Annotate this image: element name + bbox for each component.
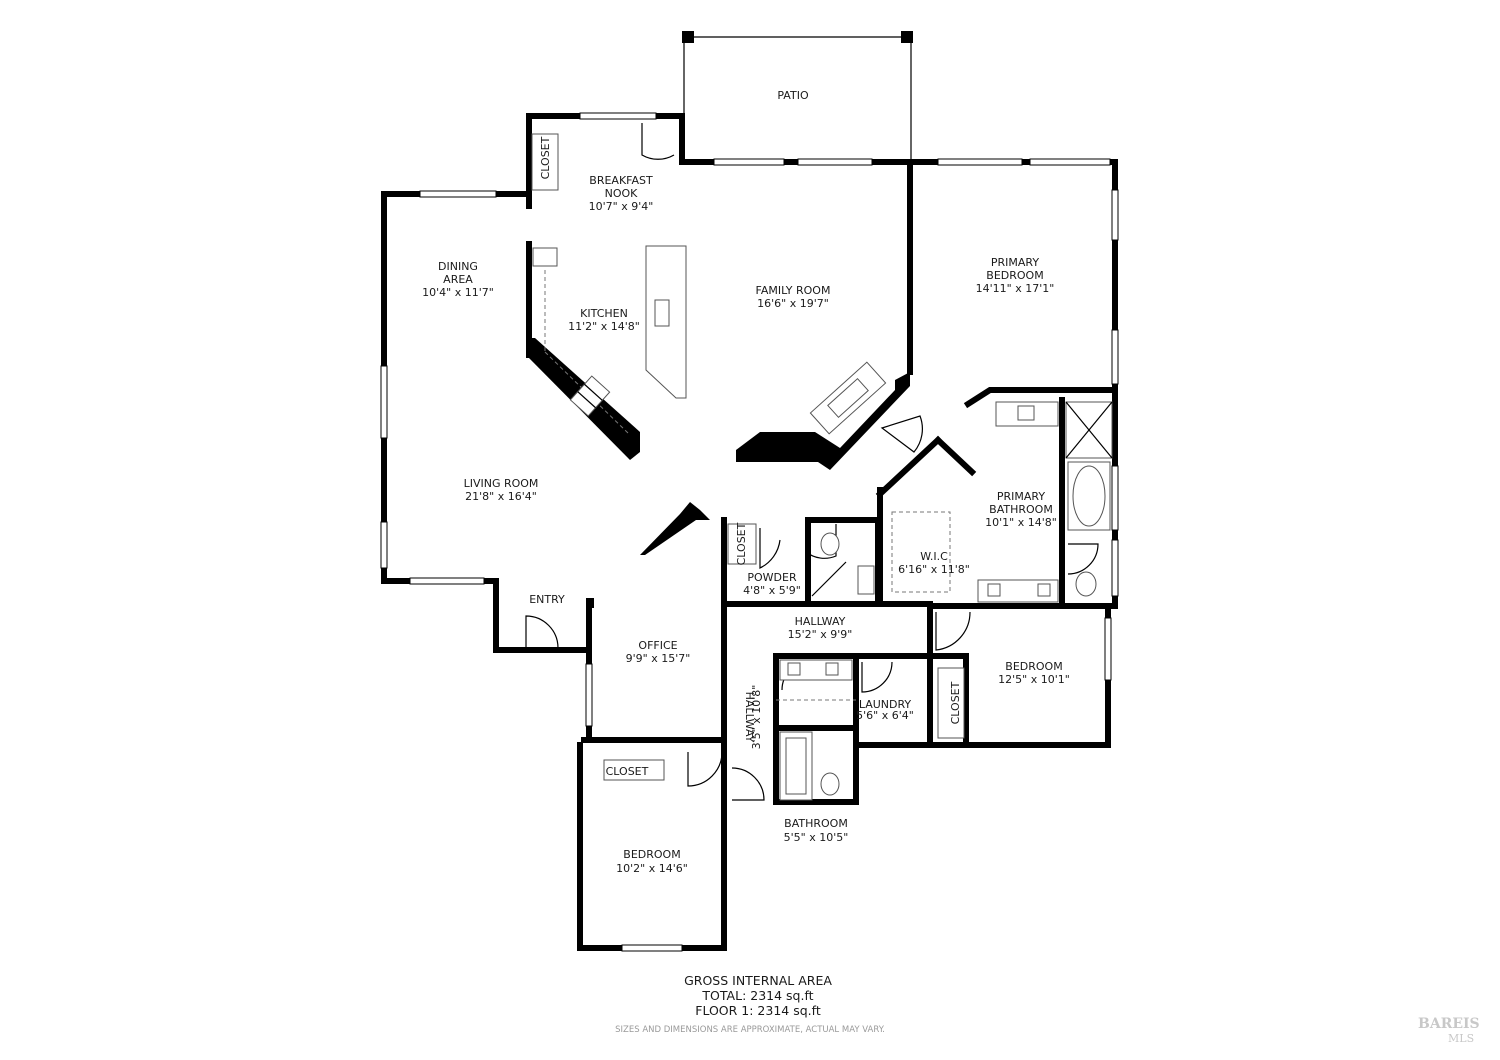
- room-name-closet-south: CLOSET: [606, 765, 649, 778]
- room-dims-powder: 4'8" x 5'9": [743, 584, 801, 597]
- room-name-entry: ENTRY: [529, 593, 565, 606]
- room-dims-living-room: 21'8" x 16'4": [465, 490, 537, 503]
- room-dims-kitchen: 11'2" x 14'8": [568, 320, 640, 333]
- room-name-kitchen: KITCHEN: [580, 307, 628, 320]
- windows: [380, 112, 1119, 952]
- room-dims-family-room: 16'6" x 19'7": [757, 297, 829, 310]
- room-name-breakfast-nook-2: NOOK: [605, 187, 639, 200]
- room-dims-breakfast-nook: 10'7" x 9'4": [589, 200, 654, 213]
- area-heading: GROSS INTERNAL AREA: [684, 973, 832, 988]
- room-name-hallway-small: HALLWAY: [743, 692, 756, 743]
- room-name-living-room: LIVING ROOM: [464, 477, 539, 490]
- room-name-bathroom: BATHROOM: [784, 817, 848, 830]
- room-dims-dining-area: 10'4" x 11'7": [422, 286, 494, 299]
- fixtures: [531, 133, 1113, 801]
- room-labels: PATIO CLOSET BREAKFAST NOOK 10'7" x 9'4"…: [422, 89, 1070, 875]
- room-name-primary-bedroom-2: BEDROOM: [986, 269, 1043, 282]
- area-disclaimer: SIZES AND DIMENSIONS ARE APPROXIMATE, AC…: [615, 1025, 885, 1035]
- room-dims-primary-bathroom: 10'1" x 14'8": [985, 516, 1057, 529]
- watermark-line-1: BAREIS: [1418, 1016, 1480, 1032]
- room-name-bedroom-east: BEDROOM: [1005, 660, 1062, 673]
- watermark-line-2: MLS: [1448, 1032, 1474, 1045]
- room-name-closet-powder: CLOSET: [735, 522, 748, 565]
- room-dims-wic: 6'16" x 11'8": [898, 563, 970, 576]
- room-dims-bathroom: 5'5" x 10'5": [784, 831, 849, 844]
- room-name-wic: W.I.C: [920, 550, 948, 563]
- room-name-breakfast-nook-1: BREAKFAST: [589, 174, 653, 187]
- room-dims-office: 9'9" x 15'7": [626, 652, 691, 665]
- room-dims-bedroom-east: 12'5" x 10'1": [998, 673, 1070, 686]
- room-name-bedroom-south: BEDROOM: [623, 848, 680, 861]
- room-name-powder: POWDER: [747, 571, 797, 584]
- room-dims-primary-bedroom: 14'11" x 17'1": [976, 282, 1055, 295]
- room-name-dining-area-1: DINING: [438, 260, 478, 273]
- area-total: TOTAL: 2314 sq.ft: [701, 988, 813, 1003]
- room-name-closet-east: CLOSET: [949, 681, 962, 724]
- bareis-mls-watermark: BAREIS MLS: [1418, 1016, 1480, 1045]
- room-name-family-room: FAMILY ROOM: [756, 284, 831, 297]
- room-name-laundry: LAUNDRY: [859, 698, 912, 711]
- room-name-closet-nook: CLOSET: [539, 136, 552, 179]
- room-dims-hallway-main: 15'2" x 9'9": [788, 628, 853, 641]
- room-name-primary-bathroom-2: BATHROOM: [989, 503, 1053, 516]
- room-name-primary-bedroom-1: PRIMARY: [991, 256, 1039, 269]
- room-name-patio: PATIO: [777, 89, 809, 102]
- room-name-hallway-main: HALLWAY: [795, 615, 846, 628]
- room-dims-laundry: 5'6" x 6'4": [856, 709, 914, 722]
- room-name-primary-bathroom-1: PRIMARY: [997, 490, 1045, 503]
- area-floor-1: FLOOR 1: 2314 sq.ft: [695, 1003, 821, 1018]
- room-name-office: OFFICE: [638, 639, 677, 652]
- area-summary: GROSS INTERNAL AREA TOTAL: 2314 sq.ft FL…: [615, 973, 885, 1035]
- room-name-dining-area-2: AREA: [443, 273, 473, 286]
- room-dims-hallway-small: 3'5" x 10'8": [750, 685, 763, 750]
- room-dims-bedroom-south: 10'2" x 14'6": [616, 862, 688, 875]
